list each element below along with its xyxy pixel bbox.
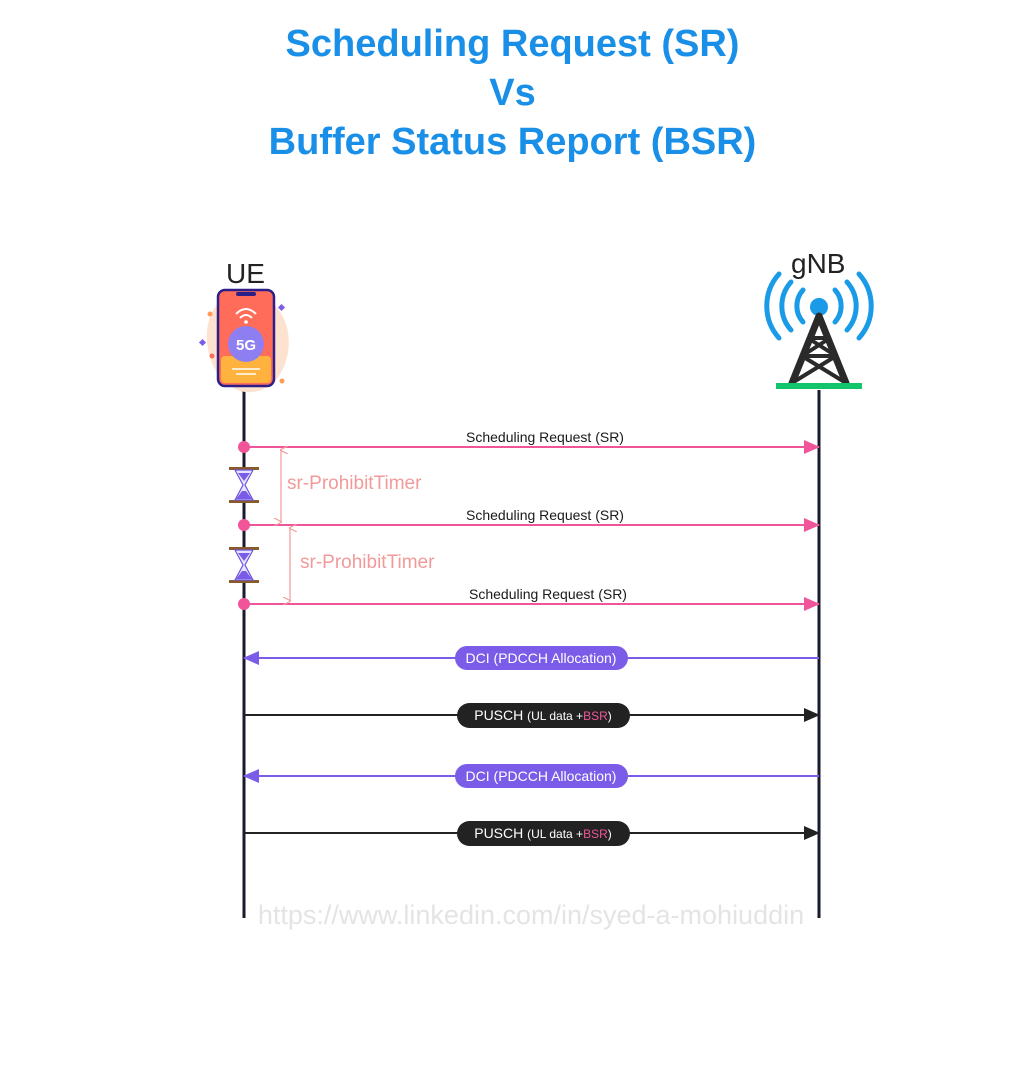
sr-message-3: Scheduling Request (SR) xyxy=(238,586,820,611)
bsr-highlight: BSR xyxy=(583,827,608,841)
pusch-label: PUSCH xyxy=(474,825,523,841)
pusch-label: PUSCH xyxy=(474,707,523,723)
sr-message-label: Scheduling Request (SR) xyxy=(466,429,624,445)
title-line-3: Buffer Status Report (BSR) xyxy=(268,121,757,163)
sr-message-1: Scheduling Request (SR) xyxy=(238,429,820,454)
pusch-sub-label: UL data + xyxy=(531,827,583,841)
dci-message-1: DCI (PDCCH Allocation) xyxy=(243,646,819,670)
phone-icon: 5G xyxy=(198,288,289,393)
timer-label: sr-ProhibitTimer xyxy=(300,552,435,573)
5g-badge: 5G xyxy=(236,337,256,354)
pusch-message-1: PUSCH (UL data +BSR) xyxy=(244,703,820,728)
gnb-label: gNB xyxy=(791,248,846,279)
title-line-1: Scheduling Request (SR) xyxy=(285,23,740,65)
ue-label: UE xyxy=(226,258,265,289)
dci-message-2: DCI (PDCCH Allocation) xyxy=(243,764,819,788)
pusch-message-2: PUSCH (UL data +BSR) xyxy=(244,821,820,846)
hourglass-icon xyxy=(229,467,259,503)
cell-tower-icon xyxy=(764,271,874,389)
bsr-highlight: BSR xyxy=(583,709,608,723)
dci-message-label: DCI (PDCCH Allocation) xyxy=(466,768,617,784)
diagram-title: Scheduling Request (SR) Vs Buffer Status… xyxy=(0,20,1025,167)
watermark: https://www.linkedin.com/in/syed-a-mohiu… xyxy=(257,900,805,930)
timer-label: sr-ProhibitTimer xyxy=(287,473,422,494)
sr-message-label: Scheduling Request (SR) xyxy=(466,507,624,523)
title-line-2: Vs xyxy=(489,72,536,114)
pusch-sub-label: UL data + xyxy=(531,709,583,723)
pusch-message-label: PUSCH (UL data +BSR) xyxy=(474,707,612,723)
dci-message-label: DCI (PDCCH Allocation) xyxy=(466,650,617,666)
hourglass-icon xyxy=(229,547,259,583)
prohibit-timer-1: sr-ProhibitTimer xyxy=(281,450,422,522)
prohibit-timer-2: sr-ProhibitTimer xyxy=(290,528,435,601)
sr-message-label: Scheduling Request (SR) xyxy=(469,586,627,602)
pusch-message-label: PUSCH (UL data +BSR) xyxy=(474,825,612,841)
sr-message-2: Scheduling Request (SR) xyxy=(238,507,820,532)
